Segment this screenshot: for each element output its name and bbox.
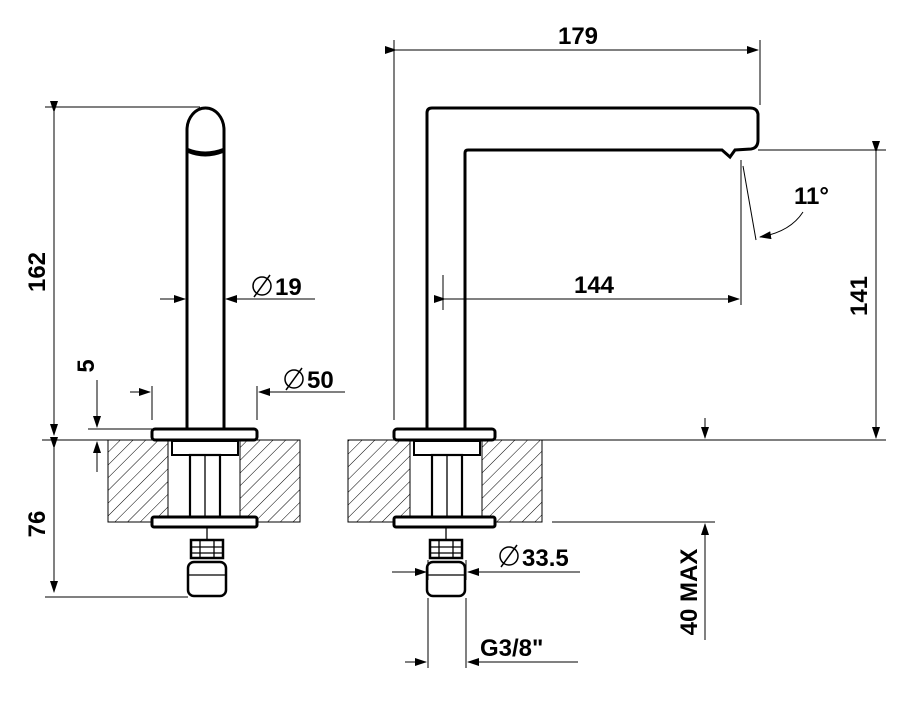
connector-nut-right <box>428 538 464 560</box>
connector-nut-left <box>189 538 225 560</box>
dim-spout-angle: 11° <box>794 183 829 210</box>
dim-spout-reach: 144 <box>574 272 615 299</box>
backing-plate-right <box>392 515 497 529</box>
side-view: 162 76 5 19 50 <box>24 101 345 598</box>
dim-overall-height: 162 <box>24 252 51 292</box>
dim-spout-height: 141 <box>846 276 873 316</box>
spout-body-right <box>425 106 760 430</box>
aerator-left <box>188 148 223 157</box>
dim-max-deck-thickness: 40 MAX <box>676 549 703 636</box>
dim-underside-depth: 76 <box>24 511 51 538</box>
escutcheon-left <box>150 427 259 442</box>
shank-right <box>413 440 481 456</box>
dim-thread-diameter: 33.5 <box>522 545 569 572</box>
escutcheon-right <box>392 427 497 442</box>
dim-connection-thread: G3/8" <box>480 635 543 662</box>
front-view: 179 144 11° 141 40 MAX 33.5 <box>347 23 886 668</box>
spout-body-left <box>185 106 226 430</box>
dim-base-diameter: 50 <box>307 367 334 394</box>
connector-tail-right <box>425 560 467 598</box>
connector-tail-left <box>186 560 228 598</box>
dim-spout-diameter: 19 <box>275 274 302 301</box>
backing-plate-left <box>150 515 259 529</box>
dim-overall-length: 179 <box>558 23 598 50</box>
dim-plate-thickness: 5 <box>73 359 100 372</box>
shank-left <box>171 440 239 456</box>
